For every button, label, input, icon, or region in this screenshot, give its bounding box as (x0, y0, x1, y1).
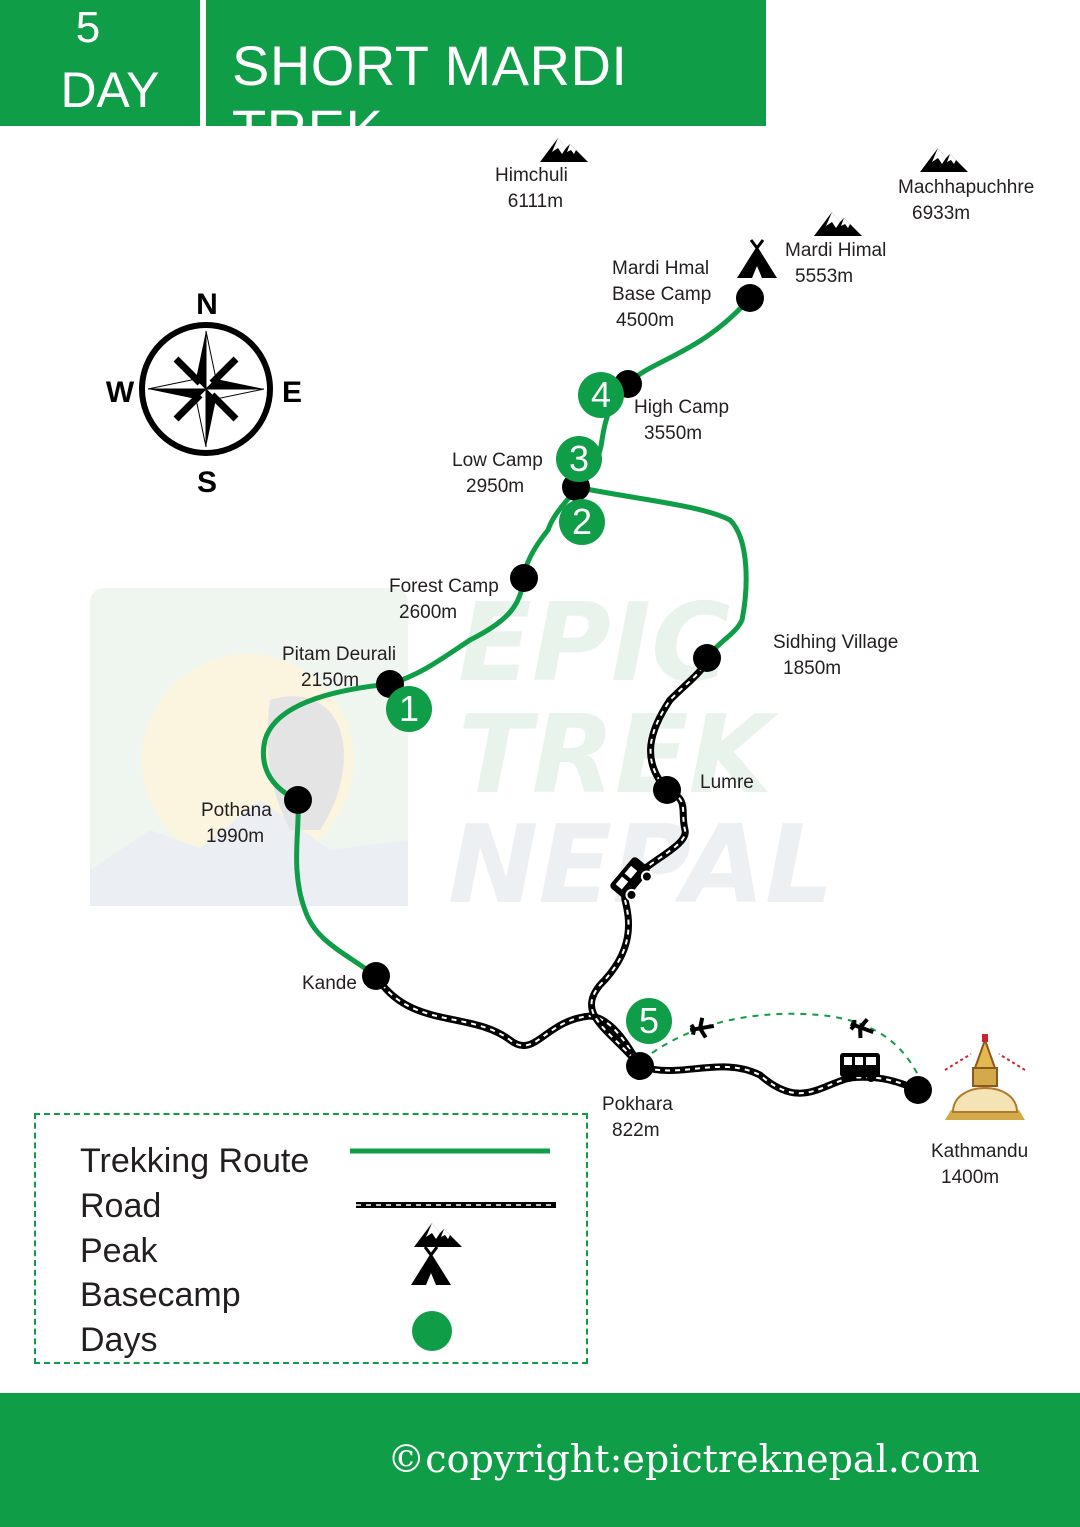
waypoint-kande (362, 962, 390, 990)
waypoint-forest-camp (510, 564, 538, 592)
watermark-line1: EPIC (458, 581, 730, 706)
map-legend: Trekking Route Road Peak Basecamp Days (34, 1113, 588, 1364)
waypoint-kathmandu (904, 1076, 932, 1104)
mountain-peak-icon (414, 1223, 462, 1247)
label-high-camp: High Camp 3550m (634, 397, 730, 444)
waypoint-sidhing (693, 644, 721, 672)
legend-trekking-route: Trekking Route (80, 1142, 310, 1180)
label-forest-camp: Forest Camp 2600m (389, 576, 499, 623)
title-banner: SHORT MARDI TREK (206, 0, 766, 161)
day-count-number: 5 (75, 3, 101, 52)
day-marker-3: 3 (556, 436, 602, 482)
mountain-peak-icon (540, 138, 588, 162)
jeep-icon (610, 857, 653, 901)
compass-east: E (282, 376, 302, 409)
label-mardi-himal: Mardi Himal 5553m (785, 240, 887, 287)
stupa-icon (944, 1034, 1026, 1120)
legend-basecamp: Basecamp (80, 1276, 241, 1314)
legend-days: Days (80, 1321, 158, 1359)
label-machhapuchhre: Machhapuchhre 6933m (898, 177, 1035, 224)
watermark-line2: TREK (458, 693, 780, 818)
compass-rose-icon (139, 322, 273, 456)
day-marker-1: 1 (386, 686, 432, 732)
waypoint-lumre (653, 776, 681, 804)
label-himchuli: Himchuli 6111m (495, 165, 568, 212)
legend-symbols (350, 1148, 556, 1351)
watermark-logo (90, 588, 408, 906)
bus-icon (840, 1053, 880, 1082)
day-marker-4: 4 (578, 372, 624, 418)
label-kathmandu: Kathmandu 1400m (931, 1141, 1029, 1188)
trekking-routes (261, 295, 753, 979)
compass-west: W (106, 376, 135, 409)
label-kande: Kande (302, 973, 357, 994)
mountain-peak-icon (920, 148, 968, 172)
compass-south: S (197, 466, 217, 499)
day-count-word: DAY (60, 62, 160, 118)
footer-bar: ©copyright:epictreknepal.com (0, 1393, 1080, 1527)
mountain-peak-icon (814, 212, 862, 236)
label-low-camp: Low Camp 2950m (452, 450, 543, 497)
label-lumre: Lumre (700, 772, 754, 793)
airplane-icon (689, 1017, 715, 1039)
label-pokhara: Pokhara 822m (602, 1094, 673, 1141)
airplane-icon (849, 1017, 874, 1039)
tent-icon (735, 238, 779, 280)
waypoint-pokhara (626, 1052, 654, 1080)
label-pothana: Pothana 1990m (201, 800, 272, 847)
legend-peak: Peak (80, 1232, 158, 1270)
watermark-text: EPIC TREK NEPAL (448, 581, 834, 928)
label-mardi-base-camp: Mardi Hmal Base Camp 4500m (612, 258, 712, 331)
tent-icon (409, 1245, 453, 1287)
waypoint-pothana (284, 786, 312, 814)
day-marker-5: 5 (626, 998, 672, 1044)
day-marker-2: 2 (559, 499, 605, 545)
label-pitam-deurali: Pitam Deurali 2150m (282, 644, 397, 691)
page-title: SHORT MARDI TREK (232, 34, 628, 161)
copyright-text: ©copyright:epictreknepal.com (387, 1437, 980, 1481)
compass-north: N (196, 288, 218, 321)
label-sidhing-village: Sidhing Village 1850m (773, 632, 899, 679)
day-count-box: 5 DAY (0, 0, 200, 126)
legend-road: Road (80, 1187, 162, 1225)
legend-day-circle (412, 1311, 452, 1351)
waypoint-mardi-base (736, 284, 764, 312)
